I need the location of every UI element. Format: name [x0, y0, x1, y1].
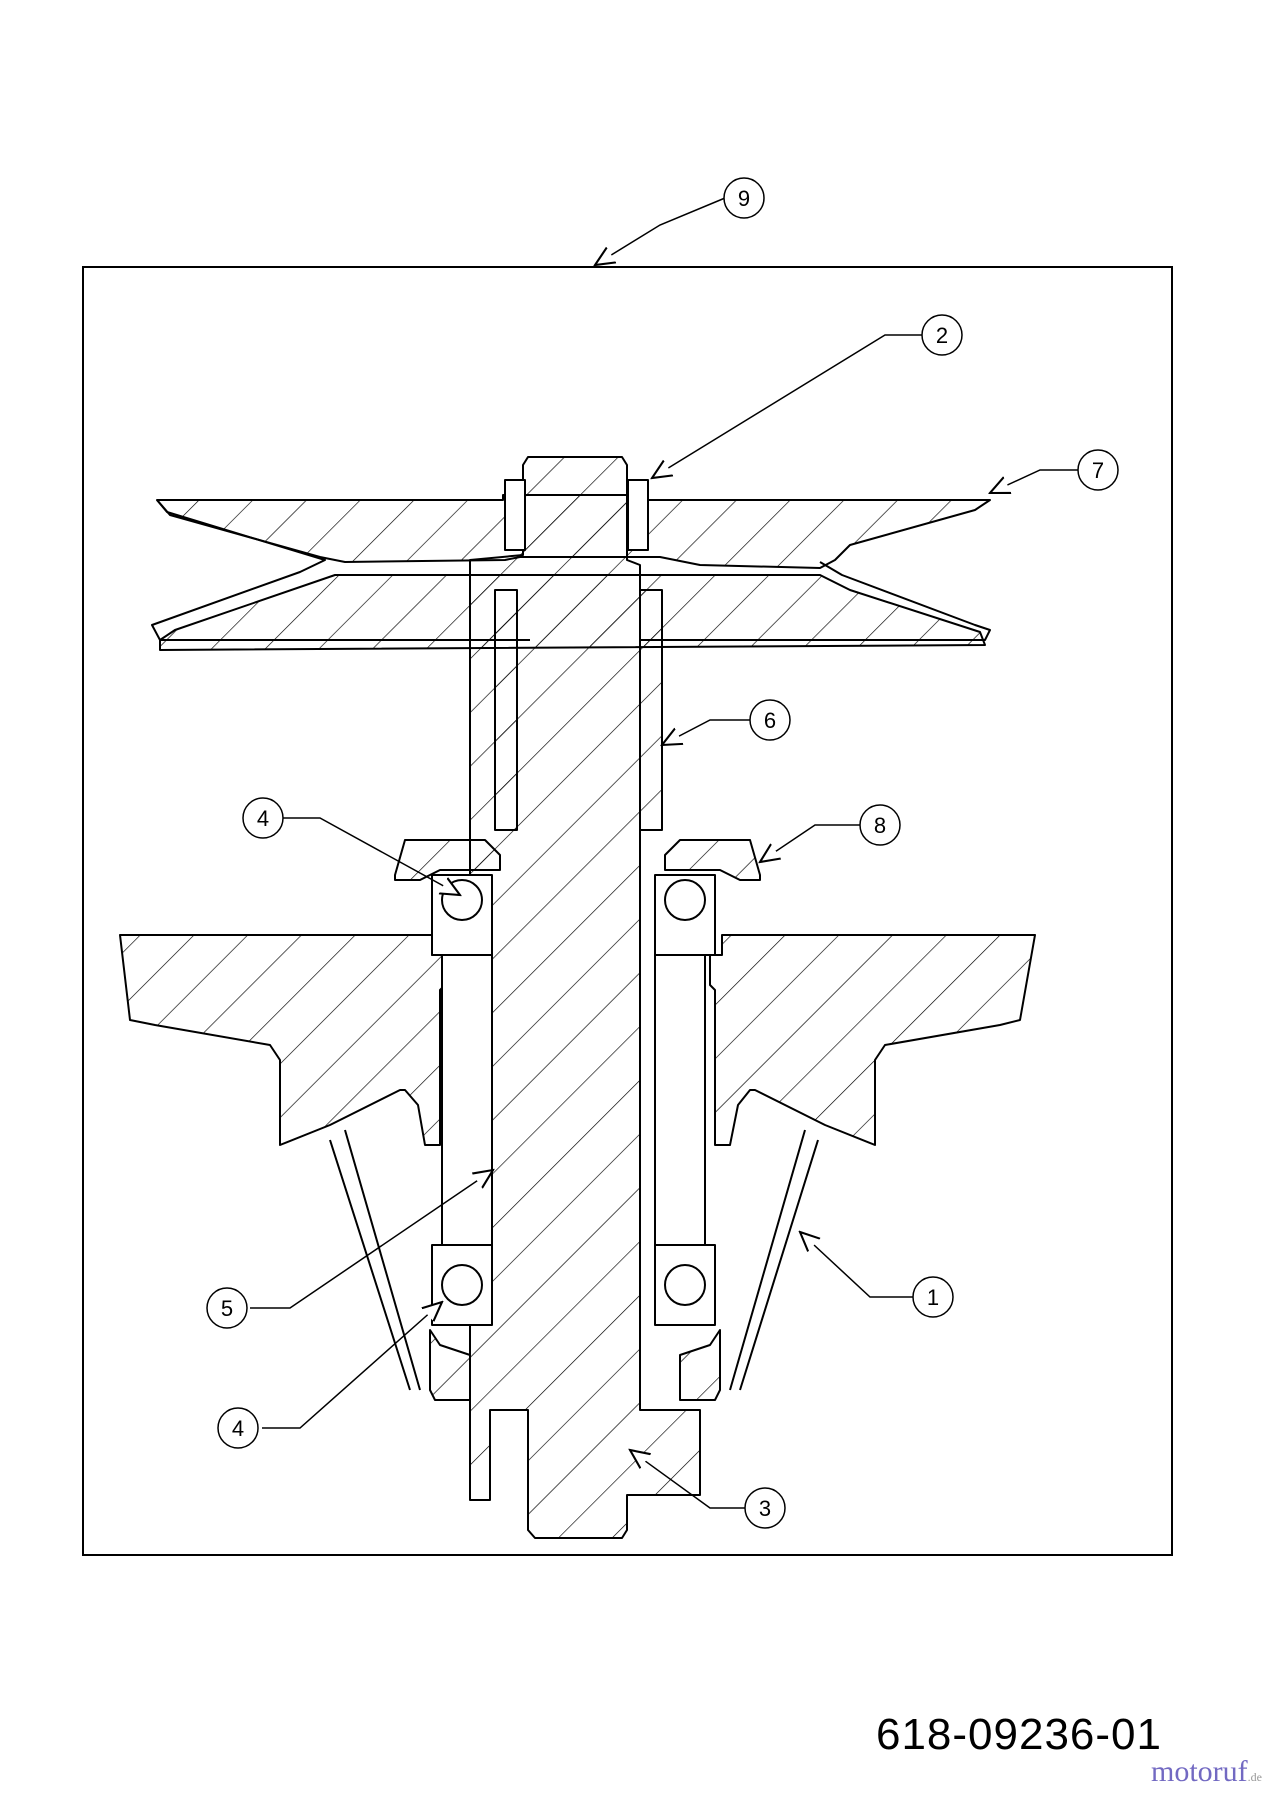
nut	[504, 479, 526, 551]
callout-2: 2	[921, 314, 963, 356]
svg-text:1: 1	[927, 1285, 939, 1310]
callout-4-lower: 4	[217, 1407, 259, 1449]
bottom-flange	[429, 1329, 471, 1401]
nut-right	[627, 479, 649, 551]
seal-cap-right	[664, 839, 761, 881]
callout-4-upper: 4	[242, 797, 284, 839]
svg-text:7: 7	[1092, 458, 1104, 483]
seal-cap-left	[394, 839, 501, 881]
housing-cone-right	[729, 1129, 819, 1391]
callout-3: 3	[744, 1487, 786, 1529]
drawing-body	[119, 456, 1036, 1539]
inner-spacer-right	[654, 954, 706, 1246]
spacer-tube-right	[639, 589, 663, 831]
leader-6	[662, 719, 750, 745]
part-number: 618-09236-01	[875, 1710, 1162, 1759]
bottom-flange-right	[679, 1329, 721, 1401]
bearing-ball-lower-right	[664, 1264, 706, 1306]
leader-9	[595, 197, 726, 265]
housing-cone-left	[329, 1129, 421, 1391]
svg-text:4: 4	[232, 1416, 244, 1441]
assembly-frame	[82, 266, 1173, 1556]
watermark-suffix: .de	[1247, 1770, 1262, 1784]
bearing-ball-lower-left	[441, 1264, 483, 1306]
svg-text:2: 2	[936, 323, 948, 348]
watermark-logo: motoruf.de	[1151, 1755, 1262, 1789]
housing	[119, 934, 446, 1146]
svg-text:9: 9	[738, 186, 750, 211]
leader-3	[630, 1450, 745, 1509]
leader-2	[652, 334, 922, 478]
callout-1: 1	[912, 1276, 954, 1318]
svg-text:4: 4	[257, 806, 269, 831]
svg-text:5: 5	[221, 1296, 233, 1321]
housing-right	[709, 934, 1036, 1146]
leader-7	[990, 469, 1078, 493]
svg-text:6: 6	[764, 708, 776, 733]
watermark-text: motoruf	[1151, 1755, 1248, 1788]
svg-text:3: 3	[759, 1496, 771, 1521]
svg-text:8: 8	[874, 813, 886, 838]
shaft	[469, 456, 701, 1539]
leader-4-lower	[262, 1302, 442, 1429]
callouts: 9 2 7 6 4 8 5 1 4 3	[206, 177, 1119, 1529]
leader-8	[760, 824, 860, 862]
callout-7: 7	[1077, 449, 1119, 491]
leader-1	[800, 1232, 913, 1298]
inner-spacer-left	[441, 954, 493, 1246]
leader-5	[250, 1170, 493, 1309]
callout-6: 6	[749, 699, 791, 741]
bearing-ball-upper-right	[664, 879, 706, 921]
callout-5: 5	[206, 1287, 248, 1329]
bearing-ball-upper-left	[441, 879, 483, 921]
callout-8: 8	[859, 804, 901, 846]
leader-4-upper	[283, 817, 460, 895]
leader-lines	[250, 197, 1078, 1509]
callout-9: 9	[723, 177, 765, 219]
